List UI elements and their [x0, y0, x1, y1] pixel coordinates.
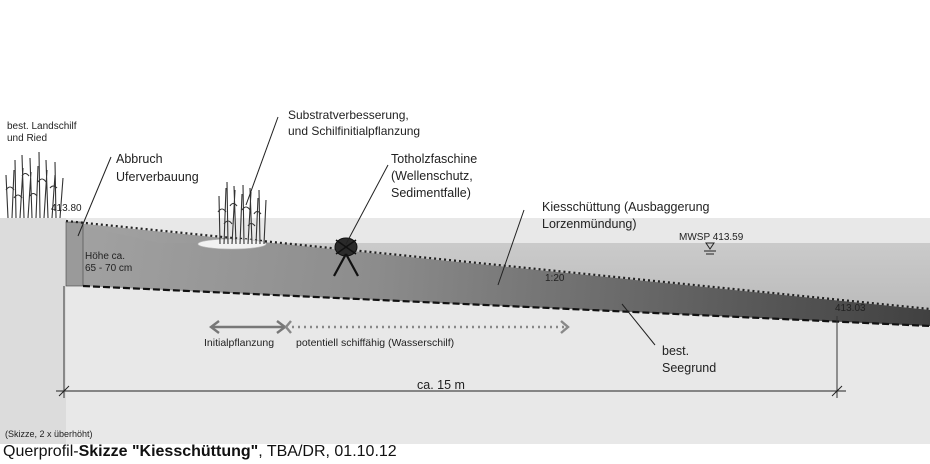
label-seegrund-1: best.: [662, 344, 689, 358]
label-totholz-3: Sedimentfalle): [391, 186, 471, 200]
label-potentiell: potentiell schiffähig (Wasserschilf): [296, 337, 454, 349]
caption-prefix: Querprofil-: [3, 443, 79, 460]
caption-suffix: , TBA/DR, 01.10.12: [258, 443, 397, 460]
label-skizze-note: (Skizze, 2 x überhöht): [5, 429, 93, 439]
label-substrat-2: und Schilfinitialpflanzung: [288, 124, 420, 138]
label-abbruch-2: Uferverbauung: [116, 170, 199, 184]
water-level-symbol-icon: [704, 242, 716, 255]
label-elev-left: 413.80: [51, 203, 82, 214]
label-dimension: ca. 15 m: [417, 378, 465, 392]
label-mwsp: MWSP 413.59: [679, 232, 744, 243]
label-seegrund-2: Seegrund: [662, 361, 716, 375]
label-best-landschilf-2: und Ried: [7, 133, 47, 144]
label-best-landschilf-1: best. Landschilf: [7, 121, 77, 132]
label-slope: 1:20: [545, 273, 565, 284]
label-kies-1: Kiesschüttung (Ausbaggerung: [542, 200, 710, 214]
dim-tick-left: [58, 385, 70, 397]
label-elev-right: 413.03: [835, 303, 866, 314]
reed-left-icon: [5, 151, 64, 219]
label-totholz-2: (Wellenschutz,: [391, 169, 473, 183]
existing-lakebed-line: [82, 284, 930, 328]
label-initialpflanzung: Initialpflanzung: [204, 337, 274, 349]
deadwood-fascine-icon: [333, 237, 359, 277]
potential-reed-arrow: [284, 320, 570, 334]
figure-caption: Querprofil-Skizze "Kiesschüttung", TBA/D…: [3, 443, 397, 461]
label-kies-2: Lorzenmündung): [542, 217, 637, 231]
caption-bold: Skizze "Kiesschüttung": [78, 443, 259, 460]
shore-block: [0, 218, 66, 444]
reed-planting-icon: [217, 181, 267, 245]
label-hoehe-2: 65 - 70 cm: [85, 263, 132, 274]
leader-lines: [77, 116, 656, 346]
dim-tick-right: [831, 385, 843, 397]
gravel-fill: [66, 222, 930, 326]
label-substrat-1: Substratverbesserung,: [288, 108, 409, 122]
label-abbruch-1: Abbruch: [116, 152, 163, 166]
label-hoehe-1: Höhe ca.: [85, 251, 125, 262]
label-totholz-1: Totholzfaschine: [391, 152, 477, 166]
removed-wall: [65, 221, 84, 287]
